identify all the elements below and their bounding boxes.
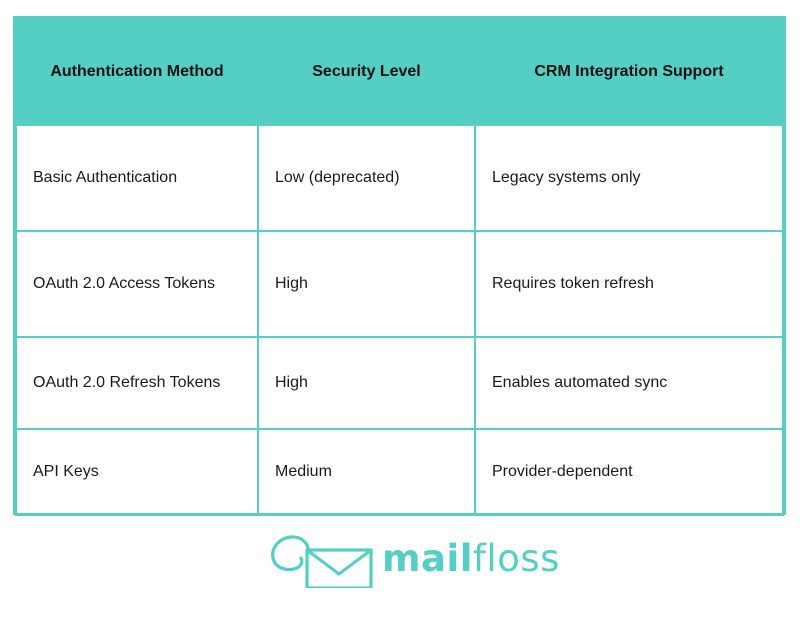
- logo-text-mail: mail: [382, 537, 473, 580]
- table-row: OAuth 2.0 Access Tokens High Requires to…: [15, 230, 784, 338]
- comparison-table: Authentication Method Security Level CRM…: [13, 16, 786, 516]
- cell-crm-support: Provider-dependent: [474, 428, 784, 516]
- cell-crm-support: Enables automated sync: [474, 336, 784, 430]
- cell-security: High: [257, 336, 476, 430]
- table-row: API Keys Medium Provider-dependent: [15, 428, 784, 516]
- header-crm-integration-support: CRM Integration Support: [474, 18, 784, 126]
- envelope-swirl-icon: [271, 535, 373, 588]
- cell-method: API Keys: [15, 428, 259, 516]
- header-authentication-method: Authentication Method: [15, 18, 259, 126]
- cell-method: OAuth 2.0 Access Tokens: [15, 230, 259, 338]
- header-security-level: Security Level: [257, 18, 476, 126]
- mailfloss-logo: mailfloss: [382, 540, 560, 577]
- logo-text-floss: floss: [472, 537, 560, 580]
- cell-crm-support: Legacy systems only: [474, 124, 784, 232]
- cell-security: Low (deprecated): [257, 124, 476, 232]
- auth-methods-table: Authentication Method Security Level CRM…: [15, 18, 784, 516]
- cell-security: High: [257, 230, 476, 338]
- table-row: OAuth 2.0 Refresh Tokens High Enables au…: [15, 336, 784, 430]
- table-row: Basic Authentication Low (deprecated) Le…: [15, 124, 784, 232]
- cell-method: Basic Authentication: [15, 124, 259, 232]
- cell-crm-support: Requires token refresh: [474, 230, 784, 338]
- table-header-row: Authentication Method Security Level CRM…: [15, 18, 784, 126]
- cell-method: OAuth 2.0 Refresh Tokens: [15, 336, 259, 430]
- cell-security: Medium: [257, 428, 476, 516]
